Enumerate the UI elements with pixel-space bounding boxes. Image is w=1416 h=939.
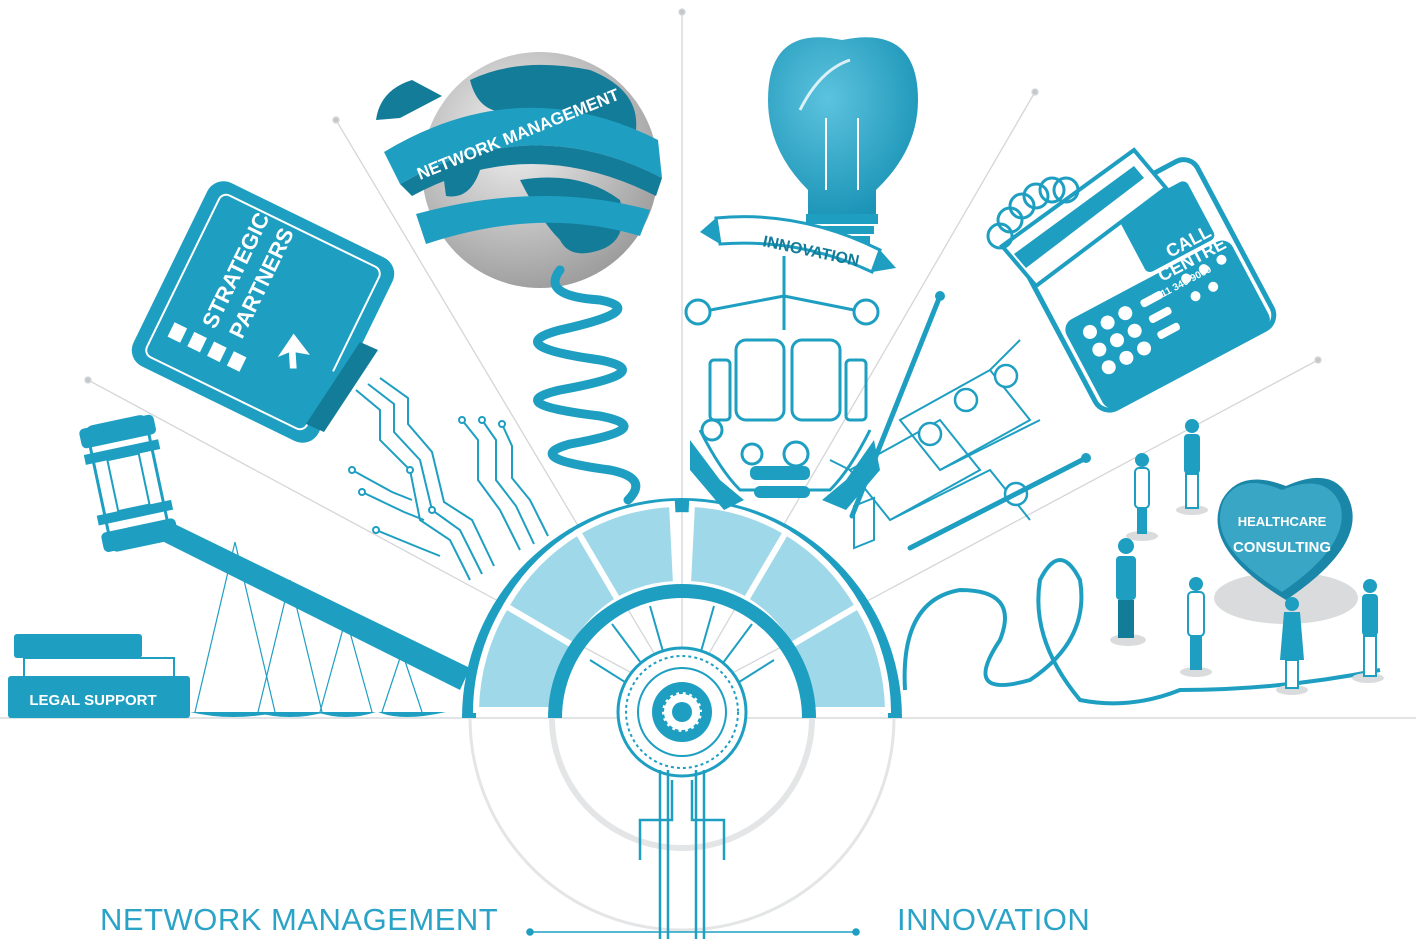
caption-innovation: INNOVATION (897, 902, 1091, 937)
hub-semicircle (462, 498, 902, 778)
connection-cable (902, 558, 1381, 706)
circuit-nodes (348, 416, 506, 534)
legal-support-label: LEGAL SUPPORT (29, 692, 156, 709)
healthcare-consulting-illustration: HEALTHCARE CONSULTING (1110, 419, 1384, 695)
network-management-illustration: NETWORK MANAGEMENT (376, 52, 662, 505)
circuit-stem (638, 770, 726, 939)
caption-network-management: NETWORK MANAGEMENT (100, 902, 499, 937)
innovation-illustration: INNOVATION (684, 37, 918, 510)
call-centre-illustration: CALL CENTRE 011 340-9000 (986, 147, 1277, 413)
legal-support-illustration: LEGAL SUPPORT (8, 414, 470, 718)
circuit-traces (351, 377, 549, 581)
healthcare-label-line1: HEALTHCARE (1238, 514, 1327, 529)
healthcare-label-line2: CONSULTING (1233, 539, 1331, 556)
electrical-circuit (829, 291, 1091, 551)
strategic-partners-illustration: STRATEGIC PARTNERS (131, 181, 395, 443)
people-group (1110, 419, 1384, 695)
caption-connector (526, 928, 860, 936)
